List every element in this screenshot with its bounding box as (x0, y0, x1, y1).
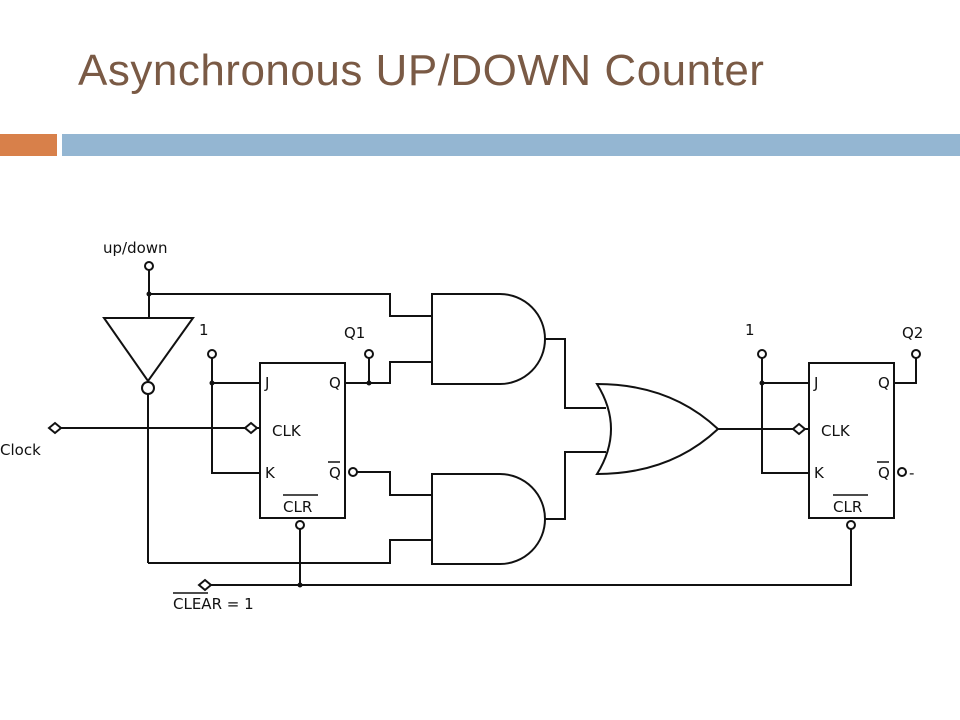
or-gate (595, 382, 720, 476)
ff2-qbar-label: Q (878, 464, 890, 482)
ff1-qbar-output (357, 471, 432, 496)
clock-input: Clock (0, 421, 247, 459)
ff2-q-output: Q2 (894, 324, 923, 384)
ff2-jk-high: 1 (745, 321, 809, 474)
ff1-clk-label: CLK (272, 422, 302, 440)
q2-label: Q2 (902, 324, 923, 342)
and-to-or-wires (545, 338, 606, 520)
clear-label: CLEAR = 1 (173, 595, 254, 613)
and-gate-1 (431, 293, 546, 385)
ff2-k-label: K (814, 464, 825, 482)
ff1-one-label: 1 (199, 321, 209, 339)
ff2-qbar-out: - (909, 464, 914, 482)
flip-flop-1: J CLK K Q Q CLR (243, 362, 358, 519)
up-down-input: up/down (103, 239, 168, 318)
clock-label: Clock (0, 441, 41, 459)
ff1-q-label: Q (329, 374, 341, 392)
ff1-jk-high: 1 (199, 321, 260, 474)
ff1-qbar-label: Q (329, 464, 341, 482)
inverter-gate (102, 317, 432, 564)
ff1-j-label: J (264, 374, 269, 392)
header-bar (62, 134, 960, 156)
ff2-j-label: J (813, 374, 818, 392)
ff2-clk-label: CLK (821, 422, 851, 440)
q1-label: Q1 (344, 324, 365, 342)
and-gate-2 (431, 473, 546, 565)
ff2-q-label: Q (878, 374, 890, 392)
flip-flop-2: J CLK K Q Q CLR - (808, 362, 914, 519)
ff2-clr-label: CLR (833, 498, 862, 516)
ff1-q-output: Q1 (344, 324, 432, 386)
ff1-k-label: K (265, 464, 276, 482)
wire-updown-to-and1 (149, 293, 432, 317)
slide-title: Asynchronous UP/DOWN Counter (78, 46, 765, 95)
up-down-label: up/down (103, 239, 168, 257)
ff1-clr-label: CLR (283, 498, 312, 516)
or-to-ff2-clock (718, 422, 809, 436)
ff2-one-label: 1 (745, 321, 755, 339)
clear-input: CLEAR = 1 (173, 520, 856, 613)
accent-bar (0, 134, 57, 156)
